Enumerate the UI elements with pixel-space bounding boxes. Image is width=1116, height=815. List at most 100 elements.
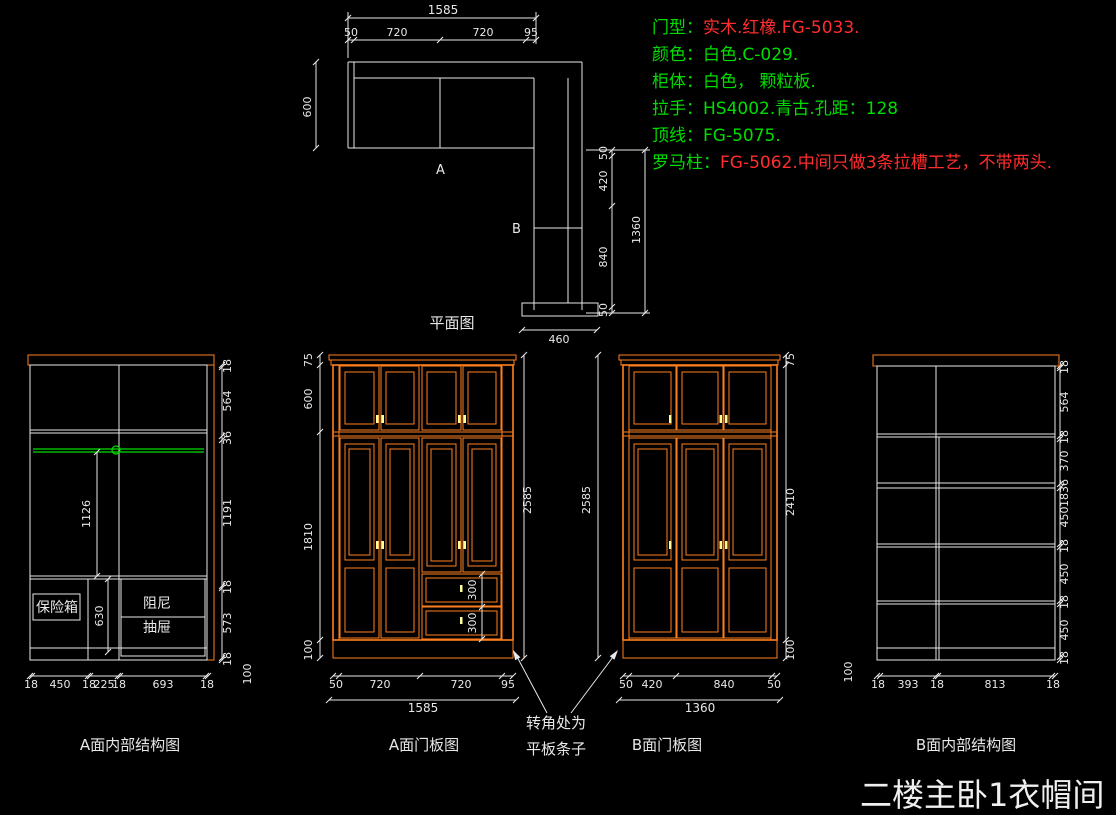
dim-label: 18 bbox=[1058, 539, 1071, 553]
dim-label: 370 bbox=[1058, 451, 1071, 472]
dim-label: 2410 bbox=[784, 488, 797, 516]
spec-line: 罗马柱：FG-5062.中间只做3条拉槽工艺，不带两头. bbox=[652, 153, 1052, 173]
dim-label: 1810 bbox=[302, 523, 315, 551]
dim-label: 420 bbox=[642, 678, 663, 691]
safe-box bbox=[32, 593, 81, 621]
crown-molding bbox=[618, 354, 781, 361]
dim-label: 36 bbox=[1058, 479, 1071, 493]
leader-arrow bbox=[514, 652, 548, 714]
spec-value: 白色， 颗粒板. bbox=[703, 72, 816, 92]
wardrobe-body bbox=[622, 364, 778, 641]
drawing-title: A面门板图 bbox=[389, 736, 459, 754]
spec-value: FG-5062.中间只做3条拉槽工艺，不带两头. bbox=[720, 153, 1052, 173]
door-handle bbox=[463, 415, 466, 423]
dim-label: 18 bbox=[1058, 595, 1071, 609]
dim-label: 1585 bbox=[408, 701, 439, 715]
dim-label: 1585 bbox=[428, 3, 459, 17]
door-handle bbox=[463, 541, 466, 549]
face-a-label: A bbox=[436, 163, 445, 178]
dim-label: 600 bbox=[302, 389, 315, 410]
dim-label: 300 bbox=[466, 613, 479, 634]
dim-label: 720 bbox=[451, 678, 472, 691]
door-handle bbox=[458, 541, 461, 549]
dim-label: 18 bbox=[930, 678, 944, 691]
corner-note: 转角处为 平板条子 bbox=[513, 650, 618, 758]
drawing-b-internal: 18 564 18 370 36 18 450 18 450 18 450 18… bbox=[842, 354, 1071, 754]
dim-label: 1126 bbox=[80, 500, 93, 528]
dim-label: 693 bbox=[153, 678, 174, 691]
carcass-outline bbox=[876, 365, 1056, 661]
dim-label: 1360 bbox=[630, 216, 643, 244]
dim-label: 2585 bbox=[521, 486, 534, 514]
spec-label: 拉手： bbox=[652, 99, 703, 119]
plinth bbox=[332, 639, 514, 659]
door-handle bbox=[669, 415, 672, 423]
dim-label: 420 bbox=[597, 171, 610, 192]
dim-label: 75 bbox=[302, 353, 315, 367]
crown-band bbox=[872, 354, 1060, 367]
dim-label: 100 bbox=[241, 664, 254, 685]
dim-label: 450 bbox=[1058, 564, 1071, 585]
corner-note-line2: 平板条子 bbox=[526, 740, 586, 758]
wardrobe-body bbox=[332, 364, 514, 641]
spec-notes: 门型：实木.红橡.FG-5033. 颜色：白色.C-029. 柜体：白色， 颗粒… bbox=[652, 18, 1052, 173]
dim-label: 50 bbox=[597, 303, 610, 317]
spec-label: 柜体： bbox=[652, 72, 703, 92]
plan-title: 平面图 bbox=[429, 314, 474, 332]
dim-label: 840 bbox=[597, 247, 610, 268]
spec-line: 拉手：HS4002.青古.孔距：128 bbox=[652, 99, 898, 119]
dim-label: 1360 bbox=[685, 701, 716, 715]
dim-label: 50 bbox=[344, 26, 358, 39]
crown-band bbox=[27, 354, 215, 366]
leader-arrow bbox=[570, 652, 617, 714]
dim-label: 18 bbox=[1058, 430, 1071, 444]
dim-label: 720 bbox=[387, 26, 408, 39]
dim-label: 50 bbox=[619, 678, 633, 691]
door-handle bbox=[719, 415, 722, 423]
dim-label: 18 bbox=[1058, 360, 1071, 374]
arrowhead-icon bbox=[513, 650, 521, 661]
spec-line: 颜色：白色.C-029. bbox=[652, 45, 798, 65]
door-handle bbox=[669, 541, 672, 549]
spec-line: 柜体：白色， 颗粒板. bbox=[652, 72, 816, 92]
spec-label: 罗马柱： bbox=[652, 153, 720, 173]
spec-label: 门型： bbox=[652, 18, 703, 38]
drawing-b-door: 2585 75 2410 100 50 420 840 50 1360 B面门板… bbox=[580, 351, 797, 754]
plinth bbox=[622, 639, 778, 659]
dim-label: 18 bbox=[871, 678, 885, 691]
corner-note-line1: 转角处为 bbox=[526, 714, 586, 732]
damper-label: 抽屉 bbox=[143, 620, 171, 636]
dim-label: 100 bbox=[784, 640, 797, 661]
dim-label: 840 bbox=[714, 678, 735, 691]
dim-label: 300 bbox=[466, 580, 479, 601]
dim-label: 630 bbox=[93, 606, 106, 627]
drawing-a-internal: 保险箱 阻尼 抽屉 1126 630 18 564 36 1191 18 573… bbox=[24, 354, 254, 754]
rod-bracket bbox=[111, 445, 121, 455]
dim-label: 95 bbox=[524, 26, 538, 39]
dim-label: 450 bbox=[50, 678, 71, 691]
dim-label: 600 bbox=[301, 97, 314, 118]
dim-label: 50 bbox=[329, 678, 343, 691]
spec-value: HS4002.青古.孔距：128 bbox=[703, 99, 898, 119]
dim-label: 100 bbox=[302, 640, 315, 661]
drawer-handle bbox=[460, 617, 463, 624]
dim-label: 18 bbox=[112, 678, 126, 691]
plan-view: 1585 50 720 720 95 600 A B 50 420 840 50… bbox=[301, 3, 650, 346]
face-b-label: B bbox=[512, 222, 521, 237]
dim-label: 450 bbox=[1058, 620, 1071, 641]
dim-label: 18 bbox=[82, 678, 96, 691]
door-handle bbox=[725, 415, 728, 423]
dim-label: 50 bbox=[767, 678, 781, 691]
spec-label: 颜色： bbox=[652, 45, 703, 65]
door-handle bbox=[381, 415, 384, 423]
dim-label: 1191 bbox=[221, 499, 234, 527]
main-title: 二楼主卧1衣帽间 bbox=[860, 776, 1104, 814]
dim-label: 50 bbox=[597, 146, 610, 160]
dim-label: 18 bbox=[24, 678, 38, 691]
dim-label: 720 bbox=[370, 678, 391, 691]
dim-label: 564 bbox=[1058, 392, 1071, 413]
drawer-front bbox=[421, 606, 502, 640]
dim-label: 95 bbox=[501, 678, 515, 691]
safe-label: 保险箱 bbox=[36, 600, 78, 616]
